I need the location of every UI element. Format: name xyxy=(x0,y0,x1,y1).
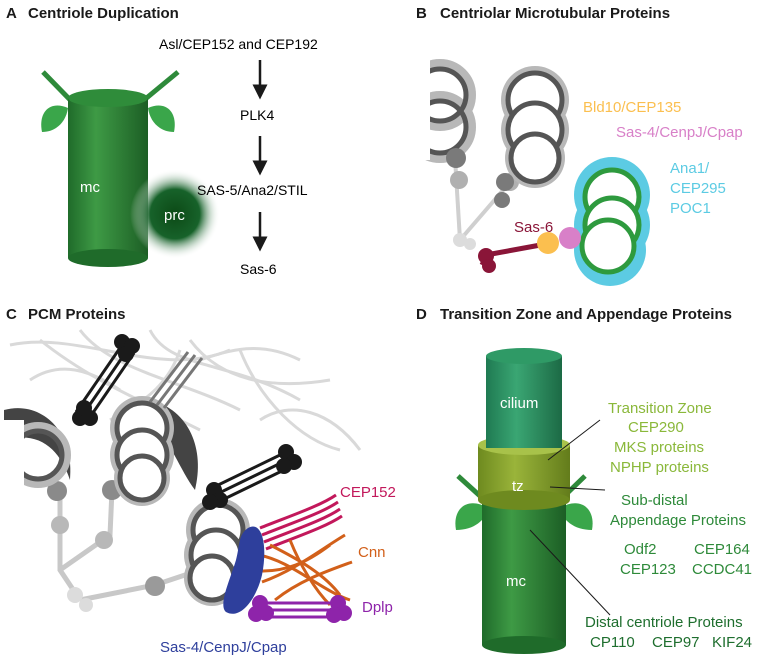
node xyxy=(79,598,93,612)
d-leaf-left xyxy=(455,503,488,530)
node xyxy=(446,148,466,168)
panel-d: D Transition Zone and Appendage Proteins… xyxy=(416,306,752,654)
black-linker-1 xyxy=(72,334,140,426)
gray-centriole-stack xyxy=(496,66,569,191)
node xyxy=(494,192,510,208)
bld10-node xyxy=(537,232,559,254)
d-mother-centriole xyxy=(482,498,566,645)
tz-text-4: NPHP proteins xyxy=(610,459,709,476)
pcm-left-centriole xyxy=(0,420,71,490)
prc-label: prc xyxy=(164,207,185,224)
distal-protein-kif24: KIF24 xyxy=(712,634,752,651)
pcm-middle-centriole xyxy=(110,396,174,506)
node xyxy=(95,531,113,549)
sas4-label: Sas-4/CenpJ/Cpap xyxy=(616,124,743,141)
ana1-label-line2: CEP295 xyxy=(670,180,726,197)
mother-centriole-top xyxy=(68,89,148,107)
panel-b-title: Centriolar Microtubular Proteins xyxy=(440,5,670,22)
distal-protein-cep97: CEP97 xyxy=(652,634,700,651)
leader-tz xyxy=(547,419,601,461)
pathway-step-3: SAS-5/Ana2/STIL xyxy=(197,182,308,198)
spoke-gray-2 xyxy=(458,180,512,242)
node xyxy=(145,576,165,596)
cilium-top xyxy=(486,348,562,364)
panel-c-title: PCM Proteins xyxy=(28,306,126,323)
d-mc-label: mc xyxy=(506,573,526,590)
tz-text-1: Transition Zone xyxy=(608,400,712,417)
subdistal-protein-cep123: CEP123 xyxy=(620,561,676,578)
ana1-centriole-stack xyxy=(574,157,650,286)
procentriole xyxy=(130,169,220,259)
pathway-step-2: PLK4 xyxy=(240,107,274,123)
mother-centriole-bottom xyxy=(68,249,148,267)
panel-b: B Centriolar Microtubular Proteins xyxy=(400,5,743,286)
subdistal-text-1: Sub-distal xyxy=(621,492,688,509)
sas4-node xyxy=(559,227,581,249)
cep152-label: CEP152 xyxy=(340,484,396,501)
leader-distal xyxy=(529,529,611,616)
cep152-lines xyxy=(259,493,343,551)
node xyxy=(67,587,83,603)
dplp-label: Dplp xyxy=(362,599,393,616)
node xyxy=(47,481,67,501)
sas6-spoke xyxy=(485,241,547,258)
distal-protein-cp110: CP110 xyxy=(590,634,635,651)
tz-label: tz xyxy=(512,478,524,495)
sas4-crescent xyxy=(223,526,265,614)
panel-a: A Centriole Duplication mc prc Asl/CEP15… xyxy=(6,5,318,277)
d-mc-bottom xyxy=(482,636,566,654)
sas4-label: Sas-4/CenpJ/Cpap xyxy=(160,639,287,656)
black-linker-2 xyxy=(202,444,302,510)
tz-text-2: CEP290 xyxy=(628,419,684,436)
node xyxy=(464,238,476,250)
node xyxy=(453,233,467,247)
appendage-leaf-left xyxy=(41,105,68,132)
bld10-label: Bld10/CEP135 xyxy=(583,99,681,116)
cilium-label: cilium xyxy=(500,395,538,412)
sas6-hub-2 xyxy=(482,259,496,273)
tz-text-3: MKS proteins xyxy=(614,439,704,456)
subdistal-protein-ccdc41: CCDC41 xyxy=(692,561,752,578)
gray-linker xyxy=(148,351,204,409)
panel-c: C PCM Proteins xyxy=(0,306,396,656)
panel-b-letter: B xyxy=(416,5,427,22)
d-leaf-right xyxy=(560,503,593,530)
node xyxy=(450,171,468,189)
panel-c-letter: C xyxy=(6,306,17,323)
panel-d-letter: D xyxy=(416,306,427,323)
pcm-spokes xyxy=(57,489,201,603)
pathway-step-4: Sas-6 xyxy=(240,261,277,277)
cnn-label: Cnn xyxy=(358,544,386,561)
subdistal-protein-cep164: CEP164 xyxy=(694,541,750,558)
subdistal-protein-odf2: Odf2 xyxy=(624,541,657,558)
distal-title: Distal centriole Proteins xyxy=(585,614,743,631)
ana1-label-line1: Ana1/ xyxy=(670,160,710,177)
spoke-gray xyxy=(453,157,462,241)
panel-a-title: Centriole Duplication xyxy=(28,5,179,22)
subdistal-text-2: Appendage Proteins xyxy=(610,512,746,529)
mc-label: mc xyxy=(80,179,100,196)
pathway-step-1: Asl/CEP152 and CEP192 xyxy=(159,36,318,52)
leader-subdistal xyxy=(549,486,606,491)
node xyxy=(51,516,69,534)
tz-bottom xyxy=(478,490,570,510)
panel-d-title: Transition Zone and Appendage Proteins xyxy=(440,306,732,323)
cnn-fibers xyxy=(249,533,353,607)
panel-a-letter: A xyxy=(6,5,17,22)
ana1-label-line3: POC1 xyxy=(670,200,711,217)
appendage-leaf-right xyxy=(148,105,175,132)
sas6-label: Sas-6 xyxy=(514,219,553,236)
dplp-bundle xyxy=(248,595,352,623)
cilium xyxy=(486,356,562,448)
mother-centriole-partial xyxy=(400,59,476,163)
